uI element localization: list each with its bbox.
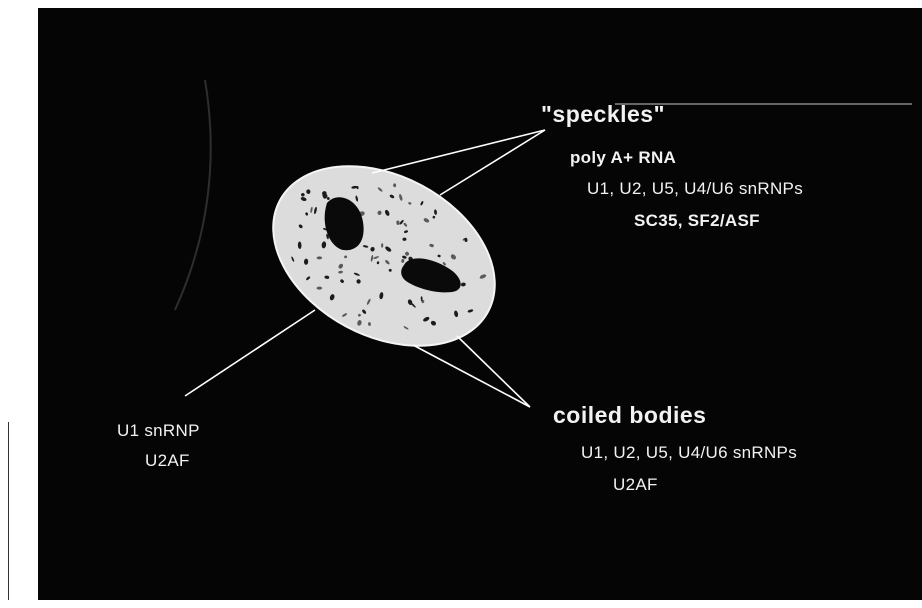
speckles-item-poly-a-rna: poly A+ RNA (570, 149, 676, 166)
coiled-bodies-item-u2af: U2AF (613, 476, 658, 493)
speckles-item-sc35: SC35, SF2/ASF (634, 212, 760, 229)
nucleoplasm-item-u1-snrnp: U1 snRNP (117, 422, 200, 439)
nucleoplasm-pointer-line (185, 310, 315, 396)
speckles-item-snrnps: U1, U2, U5, U4/U6 snRNPs (587, 180, 803, 197)
speckles-pointer-line-upper (372, 130, 545, 173)
coiled-bodies-title: coiled bodies (553, 404, 706, 427)
coiled-bodies-item-snrnps: U1, U2, U5, U4/U6 snRNPs (581, 444, 797, 461)
coiled-bodies-pointer-line-upper (413, 345, 530, 407)
coiled-bodies-pointer-line-lower (457, 336, 530, 407)
cell-outline-arc (175, 80, 211, 310)
nucleoplasm-item-u2af: U2AF (145, 452, 190, 469)
speckles-pointer-line-lower (440, 130, 545, 195)
speckles-title: "speckles" (541, 103, 665, 126)
